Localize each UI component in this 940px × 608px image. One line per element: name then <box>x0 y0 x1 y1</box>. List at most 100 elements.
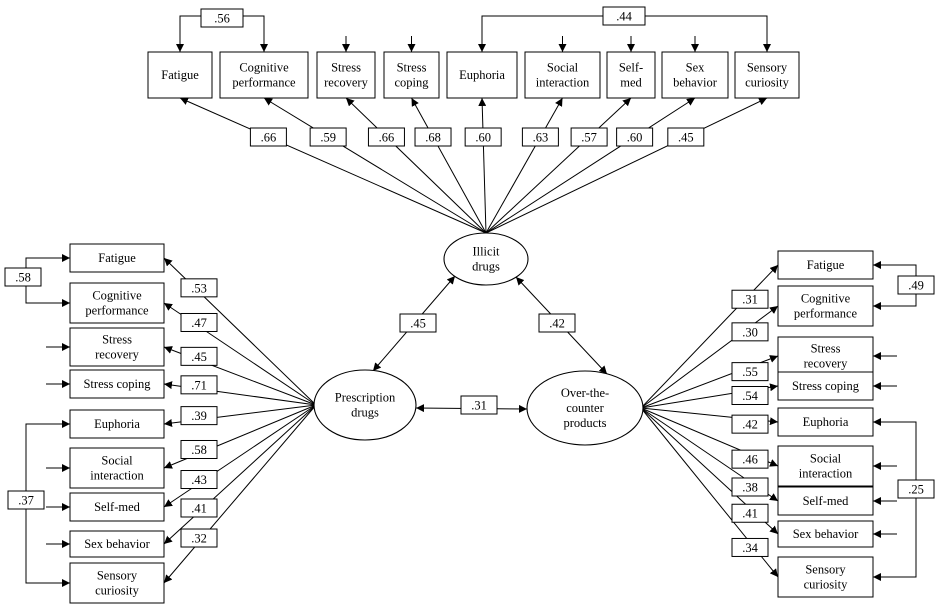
illicit-indicator-6-box <box>524 51 601 99</box>
illicit-loading-5-box <box>464 127 502 147</box>
prescription-indicator-4-label: Stress coping <box>83 377 151 391</box>
otc-loading-1-box <box>731 289 769 309</box>
prescription-loading-6: .58 <box>191 443 207 457</box>
illicit-indicator-8-box <box>661 51 729 99</box>
illicit-loading-8-box <box>616 127 654 147</box>
illicit-loading-9: .45 <box>678 131 694 145</box>
corr-illicit-otc: .42 <box>549 317 565 331</box>
latent-illicit-drugs <box>443 232 529 286</box>
otc-indicator-8-label: Sex behavior <box>793 527 859 541</box>
prescription-loading-8-box <box>180 498 218 518</box>
otc-loading-6-box <box>731 449 769 469</box>
illicit-loading-7-box <box>570 127 608 147</box>
prescription-indicator-3-box <box>69 327 165 367</box>
prescription-loading-2-box <box>180 312 218 332</box>
illicit-loading-path-7 <box>485 97 632 234</box>
prescription-loading-1: .53 <box>191 281 207 295</box>
otc-loading-7-box <box>731 477 769 497</box>
prescription-loading-3: .45 <box>191 350 207 364</box>
corr-prescription-otc-box <box>460 395 498 415</box>
prescription-loading-8: .41 <box>191 501 207 515</box>
illicit-loading-path-2 <box>263 97 487 234</box>
otc-loading-9-box <box>731 537 769 557</box>
illicit-loading-8: .60 <box>627 131 643 145</box>
otc-loading-2: .30 <box>742 325 758 339</box>
illicit-loading-7: .57 <box>581 131 597 145</box>
illicit-loading-3-box <box>367 127 405 147</box>
illicit-indicator-5-box <box>446 51 518 99</box>
illicit-loading-6: .63 <box>533 131 549 145</box>
illicit-indicator-7-box <box>606 51 656 99</box>
otc-loading-8-box <box>731 503 769 523</box>
otc-indicator-8-box <box>777 520 874 548</box>
illicit-error-corr-fatigue-cognitive-value: .56 <box>214 12 230 26</box>
illicit-loading-path-5 <box>478 97 487 234</box>
otc-error-corr-fatigue-cognitive-value: .49 <box>908 279 924 293</box>
otc-indicator-3-box <box>777 336 874 376</box>
prescription-loading-1-box <box>180 278 218 298</box>
prescription-loading-2: .47 <box>191 316 207 330</box>
otc-indicator-7-box <box>777 486 874 516</box>
otc-loading-3: .55 <box>742 365 758 379</box>
otc-indicator-4-label: Stress coping <box>792 379 860 393</box>
illicit-loading-1-box <box>249 127 287 147</box>
illicit-loading-path-6 <box>485 97 563 234</box>
corr-prescription-illicit-box <box>399 313 437 333</box>
illicit-loading-1: .66 <box>261 131 277 145</box>
otc-loading-7: .38 <box>742 480 758 494</box>
prescription-error-corr-fatigue-cognitive-value-box <box>4 267 42 287</box>
prescription-indicator-8-box <box>69 530 165 558</box>
illicit-indicator-1-label: Fatigue <box>161 68 199 82</box>
illicit-loading-2: .59 <box>320 131 336 145</box>
prescription-error-corr-fatigue-cognitive-value: .58 <box>15 271 31 285</box>
illicit-indicator-4-box <box>383 51 440 99</box>
illicit-indicator-3-box <box>316 51 376 99</box>
prescription-indicator-7-label: Self-med <box>94 500 141 514</box>
otc-loading-4-box <box>731 385 769 405</box>
prescription-loading-7: .43 <box>191 473 207 487</box>
prescription-indicator-5-box <box>69 409 165 439</box>
prescription-indicator-1-box <box>69 243 165 273</box>
prescription-indicator-4-box <box>69 369 165 399</box>
otc-indicator-9-box <box>777 556 874 598</box>
otc-loading-path-1 <box>640 264 779 409</box>
otc-loading-2-box <box>731 322 769 342</box>
illicit-loading-4-box <box>414 127 452 147</box>
illicit-loading-3: .66 <box>379 131 395 145</box>
illicit-indicator-7-label: Self-med <box>619 61 643 90</box>
otc-error-corr-euphoria-sensory-value-box <box>897 479 935 499</box>
otc-indicator-5-box <box>777 407 874 437</box>
otc-indicator-5-label: Euphoria <box>803 415 849 429</box>
prescription-loading-3-box <box>180 346 218 366</box>
prescription-loading-5: .39 <box>191 409 207 423</box>
prescription-loading-path-7 <box>163 404 317 508</box>
otc-error-corr-euphoria-sensory <box>873 418 917 581</box>
illicit-error-corr-euphoria-sensory-value: .44 <box>616 10 632 24</box>
prescription-loading-6-box <box>180 439 218 459</box>
illicit-loading-4: .68 <box>425 131 441 145</box>
illicit-loading-path-3 <box>345 97 487 234</box>
prescription-indicator-5-label: Euphoria <box>94 417 140 431</box>
otc-indicator-2-box <box>777 285 874 327</box>
prescription-loading-7-box <box>180 470 218 490</box>
illicit-loading-path-8 <box>485 97 696 234</box>
otc-indicator-6-box <box>777 445 874 487</box>
illicit-loading-9-box <box>667 127 705 147</box>
illicit-indicator-2-box <box>219 51 309 99</box>
prescription-indicator-7-box <box>69 492 165 522</box>
otc-loading-1: .31 <box>742 293 758 307</box>
otc-error-corr-fatigue-cognitive-value-box <box>897 275 935 295</box>
illicit-loading-6-box <box>521 127 559 147</box>
prescription-loading-9: .32 <box>191 532 207 546</box>
otc-loading-3-box <box>731 362 769 382</box>
